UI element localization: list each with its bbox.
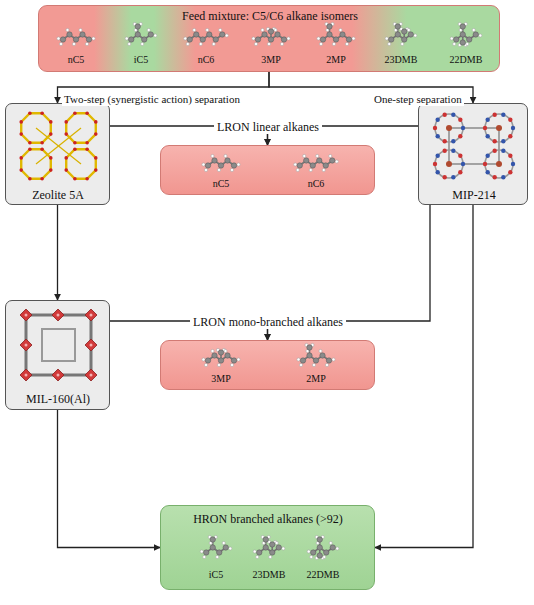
mil-structure <box>20 309 97 381</box>
node-illustration <box>161 146 374 194</box>
molecule-icon <box>202 348 240 366</box>
molecule-icon <box>200 535 232 558</box>
product-box: HRON branched alkanes (>92) iC5 23DMB 22DMB <box>160 505 375 590</box>
molecule-icon <box>253 535 285 558</box>
molecule-label: iC5 <box>209 568 223 582</box>
molecule-label: nC6 <box>308 177 325 191</box>
molecule-icon <box>57 28 95 45</box>
node-label: LRON linear alkanes <box>214 120 322 134</box>
molecule-icon <box>385 22 417 45</box>
molecule-label: 23DMB <box>385 53 418 67</box>
feed-mixture-box: Feed mixture: C5/C6 alkane isomers nC5 iC5… <box>38 5 500 72</box>
mip-structure <box>433 112 515 179</box>
node-label: Zeolite 5A <box>32 188 84 202</box>
molecule-label: nC6 <box>198 53 215 67</box>
molecule-label: 2MP <box>326 53 345 67</box>
molecule-icon <box>307 535 339 559</box>
node-illustration <box>161 341 374 389</box>
adsorbent-box: MIL-160(Al) <box>5 300 110 410</box>
connector-arrow <box>375 205 473 548</box>
node-label: MIP-214 <box>452 188 495 202</box>
zeolite-structure <box>19 111 97 180</box>
molecule-icon <box>252 27 290 45</box>
adsorbent-box: MIP-214 <box>418 103 528 205</box>
product-box: LRON mono-branched alkanes3MP2MP <box>160 340 375 390</box>
molecule-label: 3MP <box>211 372 230 386</box>
molecule-icon <box>294 154 339 171</box>
node-label: HRON branched alkanes (>92) <box>193 512 343 526</box>
molecule-label: 3MP <box>261 53 280 67</box>
molecule-icon <box>202 154 240 171</box>
molecule-icon <box>317 22 355 45</box>
product-box: LRON linear alkanesnC5nC6 <box>160 145 375 195</box>
molecule-icon <box>184 28 229 45</box>
connector-arrow <box>57 205 58 300</box>
molecule-icon <box>297 343 335 366</box>
molecule-label: 22DMB <box>307 568 340 582</box>
connector-arrow <box>58 410 161 548</box>
molecule-icon <box>450 22 482 46</box>
node-label: Feed mixture: C5/C6 alkane isomers <box>182 9 358 23</box>
molecule-label: 2MP <box>306 372 325 386</box>
adsorbent-box: Zeolite 5A <box>5 103 110 205</box>
molecule-label: 23DMB <box>253 568 286 582</box>
molecule-label: nC5 <box>213 177 230 191</box>
edge-label: One-step separation <box>372 93 464 106</box>
molecule-label: 22DMB <box>450 53 483 67</box>
node-label: MIL-160(Al) <box>26 392 90 406</box>
molecule-label: iC5 <box>134 53 148 67</box>
molecule-icon <box>125 22 157 45</box>
edge-label: Two-step (synergistic action) separation <box>62 93 242 106</box>
node-label: LRON mono-branched alkanes <box>190 315 346 329</box>
molecule-label: nC5 <box>68 53 85 67</box>
